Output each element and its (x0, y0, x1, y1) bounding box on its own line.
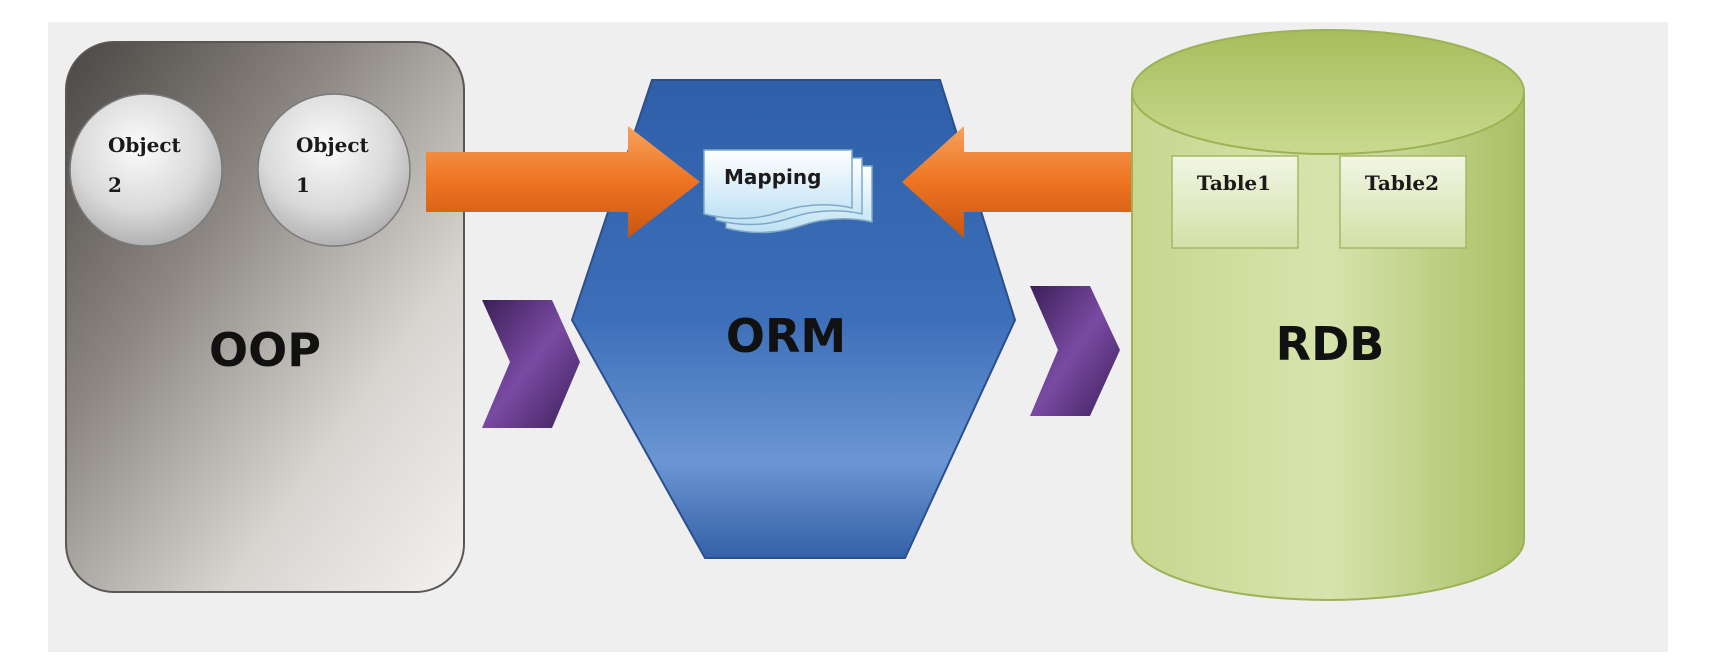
object-circle-1: Object 1 (257, 93, 411, 247)
mapping-documents-icon: Mapping (703, 149, 873, 234)
oop-label: OOP (209, 323, 321, 377)
chevron-right-icon (1030, 286, 1120, 416)
orm-label: ORM (726, 309, 846, 363)
oop-box: Object 2 Object 1 OOP (65, 41, 465, 593)
table-box-1: Table1 (1171, 155, 1299, 249)
table-box-2: Table2 (1339, 155, 1467, 249)
object-2-label-line2: 2 (108, 173, 122, 197)
chevron-right-icon (482, 300, 580, 428)
rdb-cylinder: Table1 Table2 RDB (1131, 29, 1525, 601)
object-circle-2: Object 2 (69, 93, 223, 247)
orm-hexagon: ORM (570, 79, 1017, 559)
arrow-left-icon (902, 126, 1150, 238)
object-1-label-line2: 1 (296, 173, 310, 197)
rdb-label: RDB (1276, 317, 1385, 371)
table-2-label: Table2 (1365, 171, 1439, 195)
arrow-right-icon (426, 126, 700, 238)
table-1-label: Table1 (1197, 171, 1271, 195)
object-2-label-line1: Object (108, 133, 182, 157)
mapping-label: Mapping (724, 165, 821, 189)
object-1-label-line1: Object (296, 133, 370, 157)
